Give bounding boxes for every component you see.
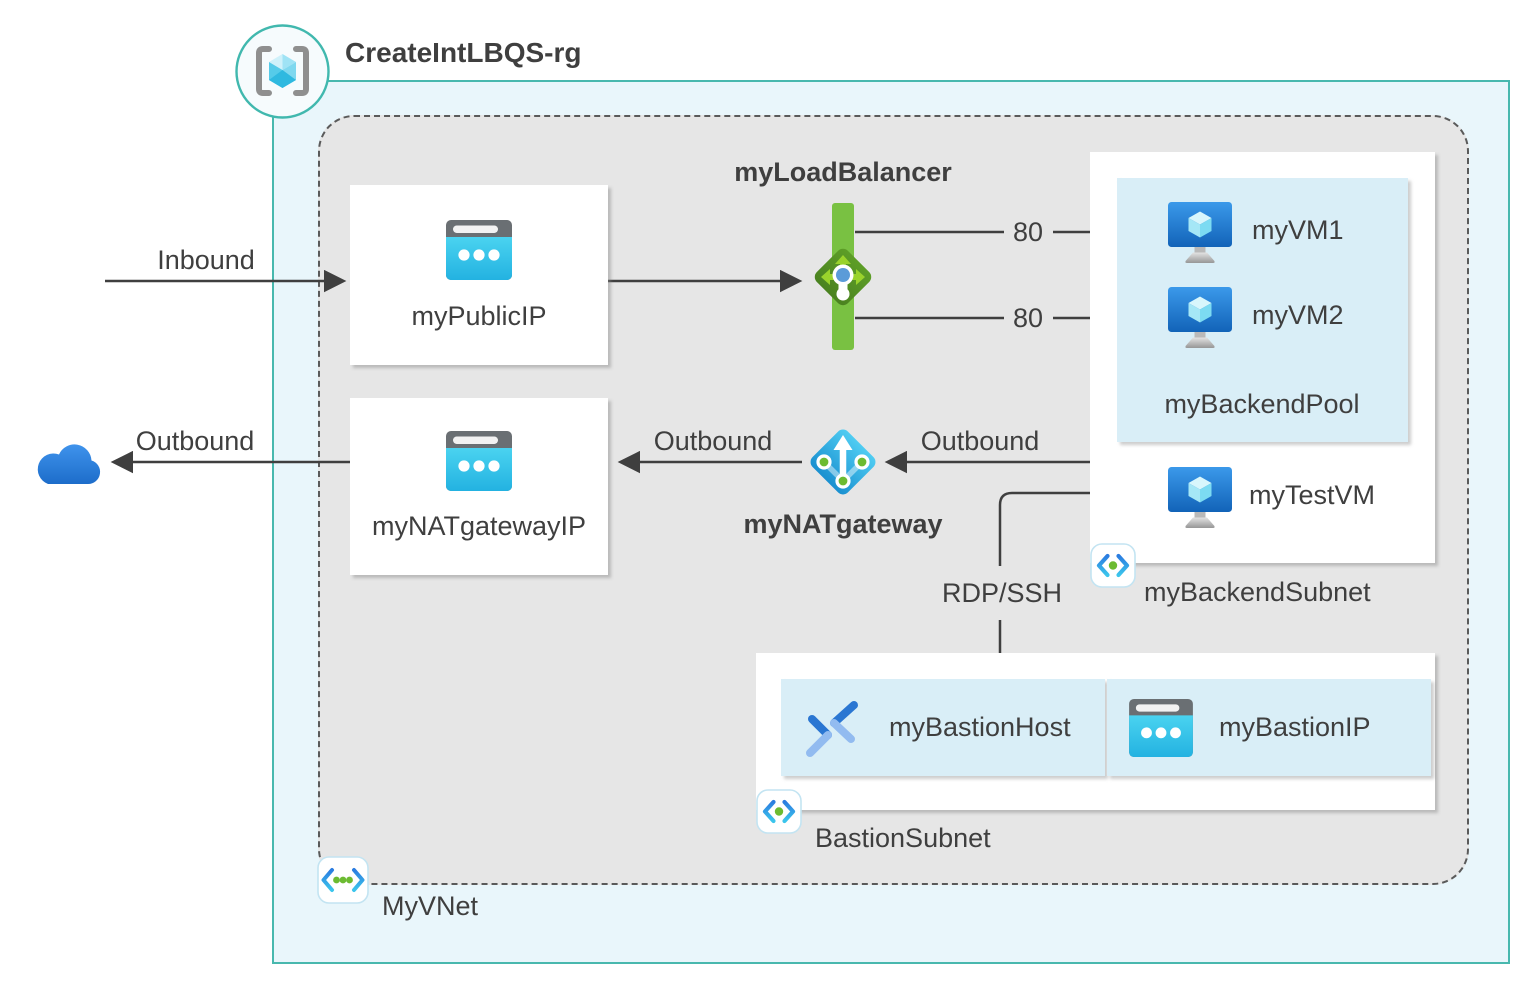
lb-port-top-label: 80 (1012, 217, 1044, 247)
nat-gateway-label: myNATgateway (743, 509, 943, 539)
bastion-host-box: myBastionHost (781, 679, 1105, 776)
bastion-ip-box: myBastionIP (1107, 679, 1431, 776)
load-balancer-label: myLoadBalancer (734, 157, 952, 187)
nat-gateway-ip-icon (446, 431, 512, 491)
bastion-ip-icon (1129, 698, 1193, 757)
backend-pool-box (1117, 178, 1408, 442)
public-ip-box: myPublicIP (350, 185, 608, 365)
test-vm-label: myTestVM (1249, 480, 1376, 510)
load-balancer-icon (795, 229, 891, 325)
bastion-icon (803, 698, 863, 758)
public-ip-label: myPublicIP (411, 301, 547, 331)
backend-pool-label: myBackendPool (1164, 389, 1360, 419)
nat-gateway-ip-label: myNATgatewayIP (371, 511, 587, 541)
bastion-subnet-label: BastionSubnet (815, 823, 991, 853)
rdp-ssh-label: RDP/SSH (941, 578, 1063, 608)
outbound-from-nat-label: Outbound (653, 426, 773, 456)
vm2-icon (1168, 287, 1232, 349)
public-ip-icon (446, 220, 512, 280)
lb-port-bottom-label: 80 (1012, 303, 1044, 333)
vnet-icon (317, 856, 369, 904)
bastion-host-label: myBastionHost (889, 711, 1071, 742)
inbound-label: Inbound (157, 245, 255, 275)
nat-gateway-icon (803, 422, 883, 502)
test-vm-icon (1168, 467, 1232, 529)
bastion-ip-label: myBastionIP (1219, 711, 1371, 742)
resource-group-title: CreateIntLBQS-rg (345, 37, 582, 68)
resource-group-icon (234, 23, 331, 120)
outbound-from-backend-label: Outbound (920, 426, 1040, 456)
vm2-label: myVM2 (1252, 300, 1344, 330)
vm1-icon (1168, 202, 1232, 264)
outbound-internet-label: Outbound (135, 426, 255, 456)
vnet-label: MyVNet (382, 891, 479, 921)
backend-subnet-label: myBackendSubnet (1144, 577, 1371, 607)
backend-subnet-icon (1090, 543, 1136, 588)
nat-gateway-ip-box: myNATgatewayIP (350, 398, 608, 575)
cloud-icon (32, 434, 104, 488)
vm1-label: myVM1 (1252, 215, 1344, 245)
bastion-subnet-icon (756, 789, 802, 834)
